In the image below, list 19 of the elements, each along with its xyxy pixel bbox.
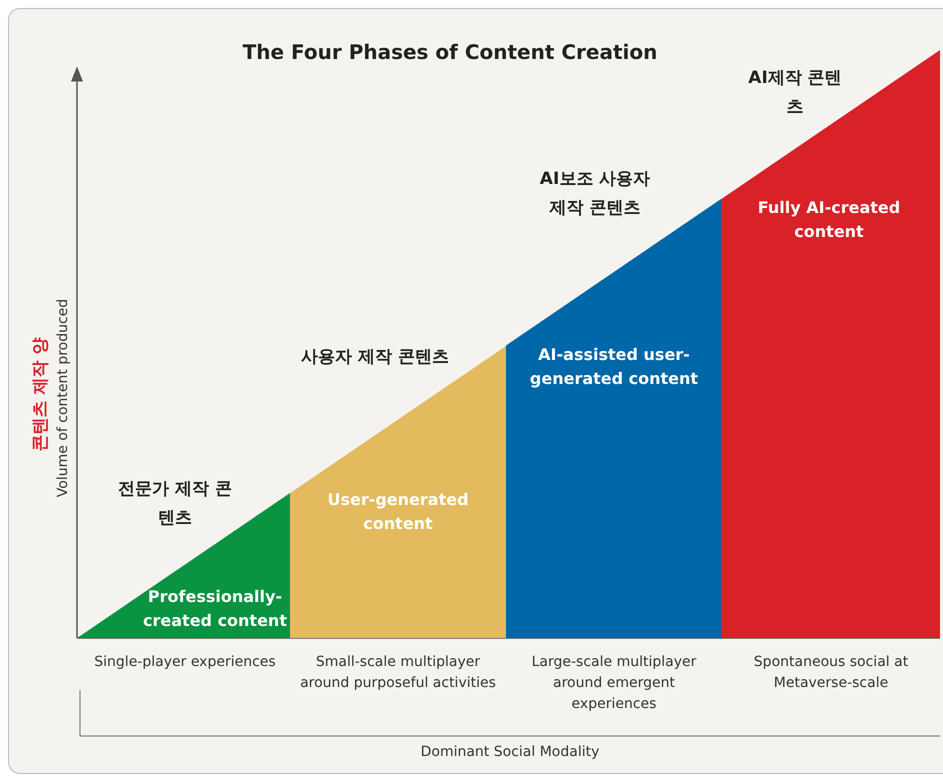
category-label: Single-player experiences [93,653,277,672]
axis-title: Volume of content produced [55,298,71,500]
korean-phase-label: AI제작 콘텐츠 [747,67,843,119]
phase-label: AI-assisted user-generated content [528,344,700,390]
phase-region [721,50,940,638]
phase-region [290,346,506,638]
category-label: Large-scale multiplayer around emergent experiences [530,653,698,714]
korean-phase-label: 사용자 제작 콘텐츠 [300,346,450,369]
phase-label: User-generated content [326,488,470,535]
category-label: Spontaneous social at Metaverse-scale [752,653,910,693]
phase-label: Fully AI-created content [756,197,902,243]
axis-title: Dominant Social Modality [420,743,600,762]
axis-title: 콘텐츠 제작 양 [30,336,52,454]
phase-region [506,199,721,638]
korean-phase-label: 전문가 제작 콘텐츠 [117,478,233,530]
korean-phase-label: AI보조 사용자 제작 콘텐츠 [538,168,652,220]
chart-title: The Four Phases of Content Creation [242,40,658,64]
category-label: Small-scale multiplayer around purposeful activities [300,653,496,693]
phase-label: Professionally-created content [142,586,288,632]
